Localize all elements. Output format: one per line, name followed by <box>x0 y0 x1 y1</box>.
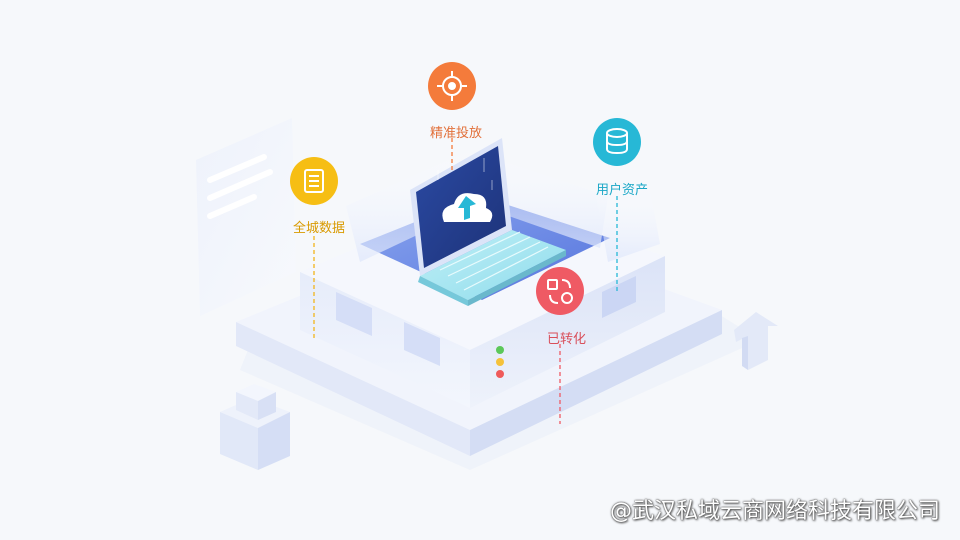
status-light-red <box>496 370 504 378</box>
cloud-upload-icon <box>442 193 493 222</box>
city-data-label: 全城数据 <box>293 221 346 236</box>
up-arrow-icon <box>734 312 778 370</box>
background-document-panel <box>196 118 296 316</box>
city-data-badge <box>290 157 338 205</box>
database-icon <box>606 128 628 155</box>
laptop <box>410 138 566 306</box>
user-assets-label: 用户资产 <box>596 183 649 198</box>
converted-label: 已转化 <box>547 332 587 347</box>
decor-cubes <box>220 384 290 470</box>
status-light-yellow <box>496 358 504 366</box>
exchange-icon <box>547 279 573 304</box>
target-icon <box>437 71 467 101</box>
document-list-icon <box>304 169 324 193</box>
precise-delivery-badge <box>428 62 476 110</box>
converted-badge <box>536 267 584 315</box>
user-assets-badge <box>593 118 641 166</box>
watermark: @武汉私域云商网络科技有限公司 <box>609 499 940 524</box>
precise-delivery-label: 精准投放 <box>430 126 483 141</box>
status-light-green <box>496 346 504 354</box>
